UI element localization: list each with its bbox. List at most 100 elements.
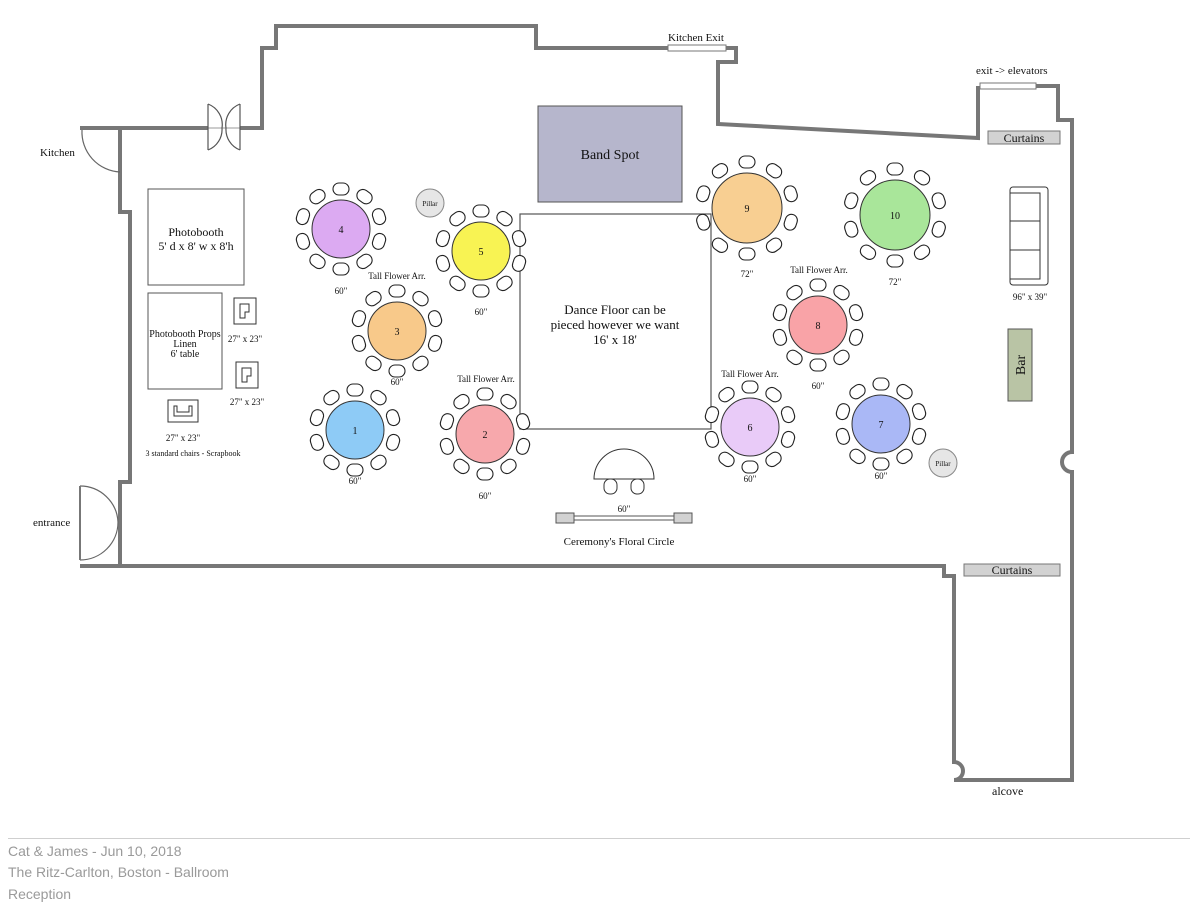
table-size: 60" <box>391 377 404 387</box>
chair <box>913 170 931 186</box>
chair <box>472 204 490 218</box>
ceremony-floral-circle <box>593 448 655 495</box>
table-number: 1 <box>353 426 358 437</box>
chair <box>351 334 367 352</box>
chair <box>309 409 325 427</box>
kitchen-exit-door[interactable] <box>667 44 727 52</box>
photobooth-title: Photobooth <box>168 225 223 239</box>
chair <box>886 162 904 176</box>
chair <box>849 383 866 400</box>
chair <box>848 328 864 346</box>
chair <box>704 406 720 424</box>
chair <box>295 232 311 250</box>
band-spot-label: Band Spot <box>581 148 640 163</box>
table-number: 3 <box>395 327 400 338</box>
table-2: 260" <box>439 387 531 501</box>
table-1: 1 60" <box>309 383 401 486</box>
sofa <box>1009 186 1049 286</box>
footer-divider <box>8 838 1190 839</box>
ceremony-size: 60" <box>618 504 631 514</box>
standard-chair-3 <box>167 399 199 423</box>
chair <box>786 349 803 366</box>
table-top <box>711 172 783 244</box>
chair <box>346 383 364 397</box>
flower-label-4: Tall Flower Arr. <box>790 265 848 275</box>
chair <box>696 213 711 231</box>
chair <box>388 364 406 378</box>
curtains-top <box>987 130 1061 145</box>
chair <box>511 254 527 272</box>
chair <box>859 244 877 260</box>
chair <box>913 244 931 260</box>
chair <box>931 220 946 238</box>
chair <box>356 253 373 270</box>
chair <box>435 230 451 248</box>
curtains-bottom-label: Curtains <box>992 563 1033 577</box>
table-top <box>367 301 427 361</box>
chair <box>696 185 711 203</box>
chair <box>809 358 827 372</box>
table-6: 660" <box>704 380 796 484</box>
table-size: 60" <box>349 476 362 486</box>
footer-line-3: Reception <box>8 886 72 902</box>
chair <box>809 278 827 292</box>
table-top <box>851 394 911 454</box>
props-line-1: Photobooth Props <box>149 329 221 340</box>
chair <box>849 448 866 465</box>
table-size: 72" <box>889 277 902 287</box>
entrance-door[interactable] <box>79 485 119 561</box>
curtains-bottom <box>963 563 1061 577</box>
chair <box>435 254 451 272</box>
table-top <box>451 221 511 281</box>
table-number: 5 <box>479 247 484 258</box>
chair <box>365 355 382 372</box>
chair <box>738 247 756 261</box>
flower-label-1: Tall Flower Arr. <box>368 271 426 281</box>
chair <box>780 430 796 448</box>
table-size: 60" <box>744 474 757 484</box>
chair <box>833 349 850 366</box>
footer-line-2: The Ritz-Carlton, Boston - Ballroom <box>8 864 229 880</box>
table-4: 460" <box>295 182 387 296</box>
chair <box>859 170 877 186</box>
table-number: 9 <box>745 204 750 215</box>
table-size: 60" <box>875 471 888 481</box>
chair <box>896 383 913 400</box>
scrapbook-label: 3 standard chairs - Scrapbook <box>145 449 240 458</box>
chair <box>476 387 494 401</box>
chair <box>886 254 904 268</box>
table-top <box>455 404 515 464</box>
table-size: 72" <box>741 269 754 279</box>
chair <box>780 406 796 424</box>
chair <box>765 163 783 179</box>
table-number: 2 <box>483 430 488 441</box>
chair <box>515 437 531 455</box>
ceremony-aisle <box>555 512 693 524</box>
elevator-exit-door[interactable] <box>979 82 1037 90</box>
chair <box>496 210 513 227</box>
chair <box>309 433 325 451</box>
double-door[interactable] <box>207 103 241 151</box>
exit-elevators-label: exit -> elevators <box>976 65 1048 77</box>
chair <box>738 155 756 169</box>
chair <box>711 237 729 253</box>
chair <box>370 454 387 471</box>
dance-floor-line-2: pieced however we want <box>551 317 680 332</box>
kitchen-door[interactable] <box>81 129 121 173</box>
chair <box>412 290 429 307</box>
chair <box>765 451 782 468</box>
dance-floor-line-1: Dance Floor can be <box>564 302 666 317</box>
chair <box>356 188 373 205</box>
table-5: 560" <box>435 204 527 317</box>
props-line-2: Linen <box>173 339 196 350</box>
chair <box>511 230 527 248</box>
chair <box>772 328 788 346</box>
chair-size-1: 27" x 23" <box>228 334 263 344</box>
chair <box>786 284 803 301</box>
chair <box>718 451 735 468</box>
chair <box>365 290 382 307</box>
chair <box>453 458 470 475</box>
band-spot <box>537 105 683 203</box>
